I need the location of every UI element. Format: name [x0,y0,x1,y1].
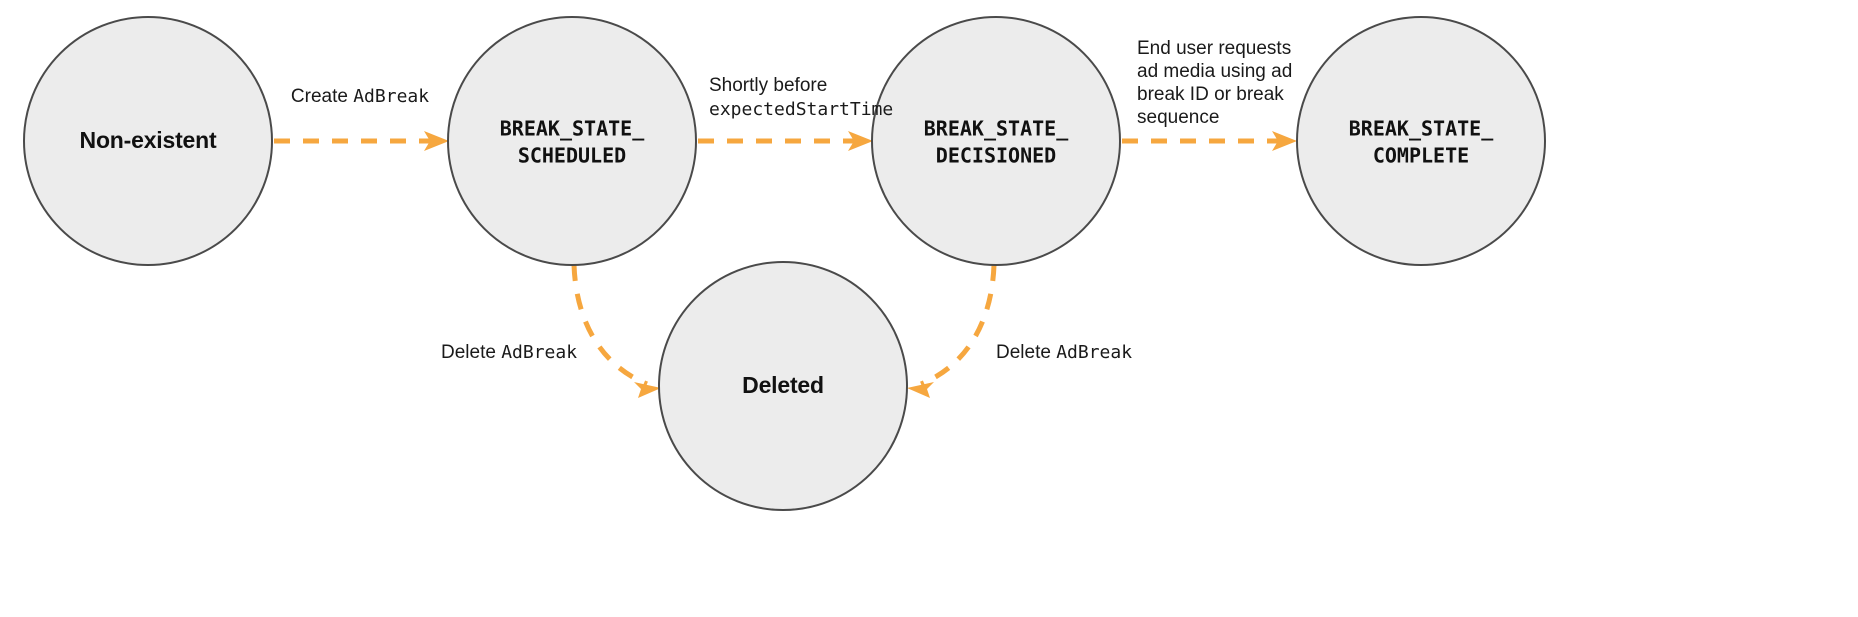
edge-label-create-adbreak-seg-1: AdBreak [353,86,429,107]
edge-label-end-user-requests-line-3: sequence [1137,107,1219,128]
edge-shortly-before[interactable] [698,131,873,151]
edge-create-adbreak-arrowhead [424,131,449,151]
node-break-state-complete-label-line-0: BREAK_STATE_ [1349,117,1494,141]
edge-label-delete-from-decisioned-seg-0: Delete [996,342,1056,363]
edge-label-shortly-before-line-1: expectedStartTime [709,99,893,120]
edge-delete-from-decisioned-arrowhead [907,382,934,398]
edge-label-shortly-before-line-0: Shortly before [709,75,827,96]
edge-label-end-user-requests: End user requests ad media using ad brea… [1137,38,1292,128]
edge-delete-from-scheduled[interactable] [571,264,661,398]
node-break-state-scheduled-label-line-1: SCHEDULED [518,144,626,168]
edge-label-delete-from-decisioned-text: Delete AdBreak [996,342,1132,363]
edge-label-delete-from-scheduled-seg-1: AdBreak [501,342,577,363]
edge-label-create-adbreak: Create AdBreak [291,86,429,107]
edge-delete-from-decisioned[interactable] [907,264,997,398]
edge-label-end-user-requests-line-0: End user requests [1137,38,1291,59]
edge-label-shortly-before: Shortly before expectedStartTime [709,75,893,120]
edge-label-delete-from-scheduled: Delete AdBreak [441,342,577,363]
edge-label-end-user-requests-line-1: ad media using ad [1137,61,1292,82]
node-deleted-label-line-0: Deleted [742,372,824,398]
edge-shortly-before-arrowhead [848,131,873,151]
edge-create-adbreak[interactable] [274,131,449,151]
node-break-state-decisioned-shape [871,16,1121,266]
node-deleted-shape [658,261,908,511]
node-break-state-decisioned-label-line-0: BREAK_STATE_ [924,117,1069,141]
edge-label-delete-from-decisioned-seg-1: AdBreak [1056,342,1132,363]
edge-label-delete-from-scheduled-seg-0: Delete [441,342,501,363]
node-break-state-complete-shape [1296,16,1546,266]
node-non-existent-shape [23,16,273,266]
edge-label-delete-from-decisioned: Delete AdBreak [996,342,1132,363]
edge-delete-from-decisioned-line [920,264,997,387]
edge-delete-from-scheduled-line [571,264,648,387]
node-break-state-decisioned[interactable]: BREAK_STATE_ DECISIONED [871,16,1121,266]
node-break-state-complete[interactable]: BREAK_STATE_ COMPLETE [1296,16,1546,266]
node-break-state-decisioned-label-line-1: DECISIONED [936,144,1056,168]
node-deleted[interactable]: Deleted [658,261,908,511]
edge-label-end-user-requests-line-2: break ID or break [1137,84,1284,105]
edge-label-create-adbreak-seg-0: Create [291,86,353,107]
edge-end-user-requests[interactable] [1122,131,1297,151]
edge-label-create-adbreak-text: Create AdBreak [291,86,429,107]
node-break-state-complete-label-line-1: COMPLETE [1373,144,1469,168]
node-break-state-scheduled[interactable]: BREAK_STATE_ SCHEDULED [447,16,697,266]
node-break-state-scheduled-shape [447,16,697,266]
node-break-state-scheduled-label-line-0: BREAK_STATE_ [500,117,645,141]
node-non-existent-label-line-0: Non-existent [80,127,217,153]
edge-delete-from-scheduled-arrowhead [634,382,661,398]
edge-label-delete-from-scheduled-text: Delete AdBreak [441,342,577,363]
node-non-existent[interactable]: Non-existent [23,16,273,266]
edge-end-user-requests-arrowhead [1272,131,1297,151]
